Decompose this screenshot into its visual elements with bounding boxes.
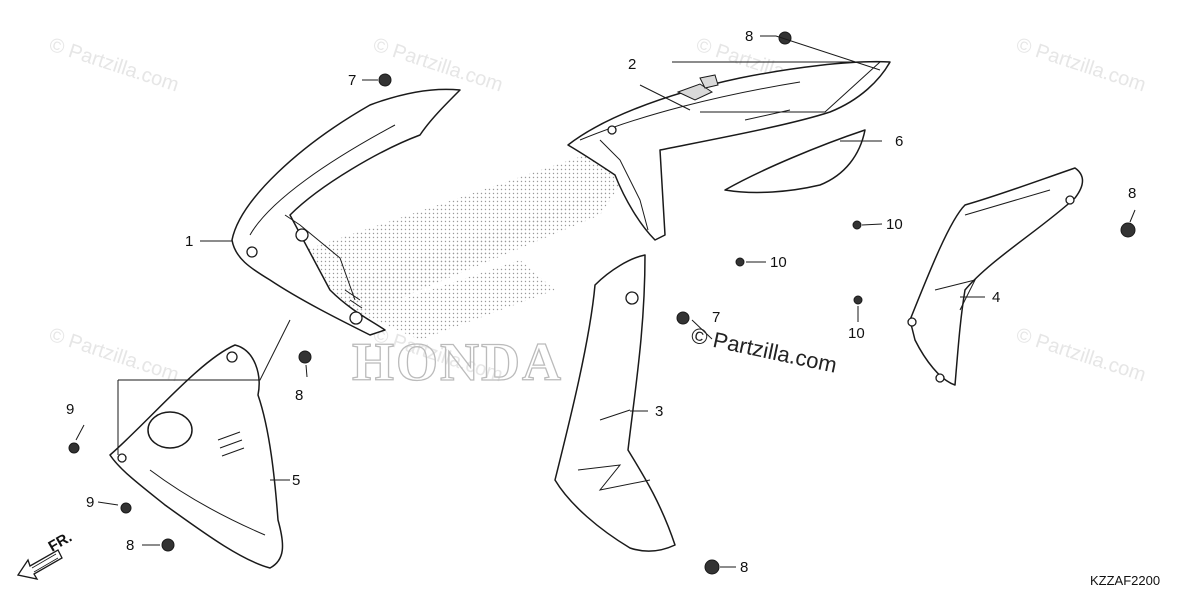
watermark-text: © Partzilla.com (1013, 324, 1148, 387)
part-6-panel (724, 129, 866, 194)
leader-lines (75, 35, 1136, 568)
watermark-text: © Partzilla.com (46, 34, 181, 97)
callout-8: 8 (1128, 185, 1136, 202)
partzilla-watermark: © Partzilla.com (689, 322, 839, 377)
fasteners (68, 31, 1136, 575)
callout-8: 8 (295, 387, 303, 404)
callout-6: 6 (895, 133, 903, 150)
callout-8: 8 (740, 559, 748, 576)
part-2-side-cover (567, 60, 891, 241)
callout-5: 5 (292, 472, 300, 489)
callout-8: 8 (745, 28, 753, 45)
honda-wing-logo: HONDA (305, 150, 640, 393)
callout-9: 9 (86, 494, 94, 511)
callout-8: 8 (126, 537, 134, 554)
front-label: FR. (46, 529, 75, 556)
watermark-text: © Partzilla.com (1013, 34, 1148, 97)
part-3-lower-shroud (554, 254, 676, 552)
diagram-code: KZZAF2200 (1090, 573, 1160, 588)
callout-9: 9 (66, 401, 74, 418)
part-4-right-shroud (907, 167, 1084, 386)
watermark-text: © Partzilla.com (370, 34, 505, 97)
callout-7: 7 (348, 72, 356, 89)
part-5-lower-cover (109, 344, 284, 569)
callout-4: 4 (992, 289, 1000, 306)
watermark-text: © Partzilla.com (46, 324, 181, 387)
callout-2: 2 (628, 56, 636, 73)
callout-10: 10 (886, 216, 903, 233)
callout-1: 1 (185, 233, 193, 250)
callout-10: 10 (770, 254, 787, 271)
callout-labels: 1 2 3 4 5 6 7 7 8 8 8 8 8 9 9 10 10 10 (66, 28, 1136, 576)
part-1-shroud (231, 88, 461, 336)
callout-3: 3 (655, 403, 663, 420)
front-arrow-icon: FR. (16, 529, 75, 580)
honda-wordmark: HONDA (352, 332, 563, 392)
callout-7: 7 (712, 309, 720, 326)
callout-10: 10 (848, 325, 865, 342)
